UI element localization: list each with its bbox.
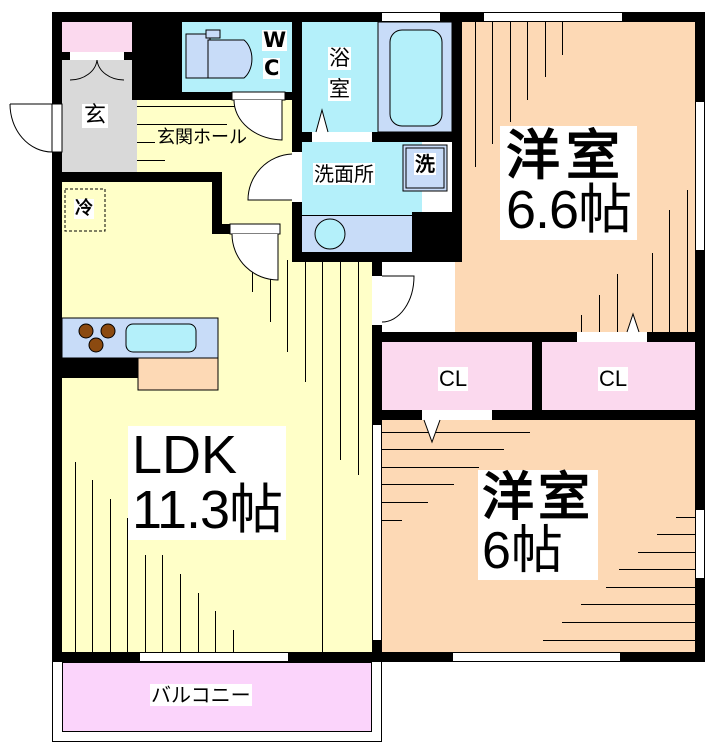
room1-top-window	[484, 12, 622, 22]
ldk-door-icon[interactable]	[229, 223, 284, 281]
room2-side-window	[695, 510, 705, 578]
balcony-label: バルコニー	[150, 683, 252, 707]
shoe-cabinet-door-icon[interactable]	[69, 52, 126, 82]
room1-door-icon[interactable]	[372, 275, 426, 326]
toilet-label-c: C	[263, 56, 281, 80]
bathroom-window	[382, 12, 440, 22]
ldk-room2-sliding-door[interactable]	[372, 425, 382, 640]
western-room-2-size: 6帖	[482, 522, 563, 581]
washbasin-icon	[314, 218, 346, 250]
western-room-1-label: 洋室 6.6帖	[500, 124, 638, 241]
refrigerator-label: 冷	[74, 198, 94, 219]
entrance-label: 玄	[82, 103, 109, 128]
western-room-2-name: 洋室	[482, 468, 595, 528]
toilet-icon	[185, 29, 253, 79]
ldk-size: 11.3帖	[132, 480, 283, 541]
kitchen-counter-icon	[61, 317, 219, 391]
front-door-icon[interactable]	[9, 103, 63, 154]
western-room-1-name: 洋室	[506, 124, 626, 187]
toilet-door-icon[interactable]	[231, 91, 286, 152]
closet-2-door-icon[interactable]	[577, 306, 647, 342]
room2-bottom-window	[453, 652, 620, 662]
western-room-2-label: 洋室 6帖	[478, 468, 599, 581]
closet-2-label: CL	[598, 366, 629, 391]
bathroom-label-2: 室	[328, 77, 351, 101]
entrance-hall-label: 玄関ホール	[157, 127, 247, 148]
washing-machine-label: 洗	[414, 152, 436, 176]
washroom-door-icon[interactable]	[247, 152, 302, 204]
bathroom-door-icon[interactable]	[310, 108, 372, 142]
bathtub-icon	[377, 21, 453, 133]
refrigerator-space	[64, 188, 106, 232]
washroom-label: 洗面所	[313, 162, 375, 186]
western-room-1-size: 6.6帖	[506, 180, 632, 241]
ldk-name: LDK	[132, 425, 238, 485]
shoe-cabinet	[62, 22, 132, 52]
toilet-label-w: W	[262, 28, 288, 52]
room1-side-window	[695, 102, 705, 250]
ldk-balcony-window	[140, 652, 288, 662]
bathroom-label-1: 浴	[328, 46, 351, 70]
closet-1-label: CL	[438, 366, 469, 391]
ldk-label: LDK 11.3帖	[128, 425, 287, 541]
closet-1-door-icon[interactable]	[422, 410, 492, 446]
